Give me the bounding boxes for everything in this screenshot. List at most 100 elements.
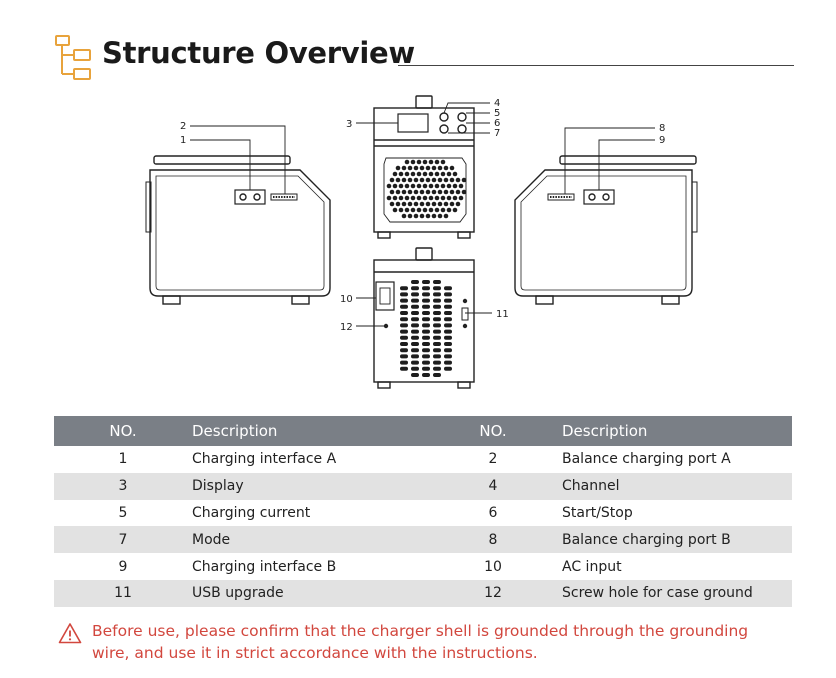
vent-dot	[425, 201, 431, 207]
vent-slot	[444, 292, 452, 297]
vent-dot	[398, 207, 404, 213]
header-no: NO.	[54, 416, 192, 446]
vent-slot	[422, 360, 430, 365]
vent-dot	[395, 177, 401, 183]
vent-slot	[433, 373, 441, 377]
vent-dot	[404, 207, 410, 213]
vent-slot	[411, 304, 419, 309]
row-number: 5	[118, 504, 128, 521]
vent-dot	[416, 171, 422, 177]
title-rule	[398, 65, 794, 66]
vent-slot	[433, 286, 441, 291]
front-vent-dots	[386, 159, 467, 219]
vent-dot	[434, 171, 440, 177]
row-description: Balance charging port B	[562, 526, 792, 554]
vent-slot	[422, 280, 430, 284]
header-description: Description	[192, 416, 424, 446]
vent-dot	[440, 195, 446, 201]
header-no: NO.	[424, 416, 562, 446]
vent-dot	[404, 159, 410, 165]
callout-5: 5	[494, 108, 500, 119]
vent-dot	[392, 207, 398, 213]
vent-dot	[401, 213, 407, 219]
row-description: Charging current	[192, 504, 311, 521]
vent-slot	[411, 317, 419, 322]
vent-dot	[458, 183, 464, 189]
vent-slot	[444, 335, 452, 340]
vent-slot	[400, 323, 408, 328]
callout-2: 2	[180, 121, 186, 132]
table-row: 11 USB upgrade 12 Screw hole for case gr…	[54, 579, 792, 607]
vent-dot	[419, 189, 425, 195]
row-number: 4	[424, 472, 562, 500]
vent-dot	[413, 165, 419, 171]
vent-dot	[419, 201, 425, 207]
vent-slot	[433, 360, 441, 365]
table-row: 7 Mode 8 Balance charging port B	[54, 526, 792, 554]
vent-dot	[401, 201, 407, 207]
vent-dot	[404, 183, 410, 189]
callout-11: 11	[496, 309, 509, 320]
vent-slot	[422, 286, 430, 291]
vent-slot	[400, 354, 408, 359]
vent-slot	[411, 286, 419, 291]
vent-dot	[446, 183, 452, 189]
row-number: 1	[118, 451, 128, 468]
vent-dot	[395, 189, 401, 195]
vent-slot	[433, 366, 441, 371]
vent-slot	[400, 342, 408, 346]
row-description: Screw hole for case ground	[562, 579, 792, 607]
vent-slot	[422, 342, 430, 346]
vent-slot	[422, 323, 430, 328]
vent-slot	[433, 317, 441, 322]
callout-1: 1	[180, 135, 186, 146]
row-number: 8	[424, 526, 562, 554]
vent-slot	[422, 335, 430, 340]
callout-3: 3	[346, 119, 352, 130]
vent-dot	[428, 207, 434, 213]
vent-dot	[398, 171, 404, 177]
vent-dot	[434, 183, 440, 189]
vent-dot	[452, 207, 458, 213]
vent-slot	[444, 342, 452, 346]
vent-dot	[392, 183, 398, 189]
vent-dot	[431, 177, 437, 183]
callout-12: 12	[340, 322, 353, 333]
row-description: AC input	[562, 558, 622, 575]
vent-slot	[411, 342, 419, 346]
vent-slot	[411, 348, 419, 353]
vent-dot	[449, 165, 455, 171]
vent-dot	[437, 177, 443, 183]
vent-slot	[411, 360, 419, 365]
vent-dot	[461, 177, 467, 183]
vent-dot	[452, 195, 458, 201]
vent-dot	[431, 201, 437, 207]
vent-dot	[392, 195, 398, 201]
vent-dot	[401, 189, 407, 195]
vent-slot	[444, 366, 452, 371]
vent-slot	[422, 304, 430, 309]
vent-dot	[437, 201, 443, 207]
vent-dot	[422, 159, 428, 165]
vent-slot	[400, 366, 408, 371]
vent-slot	[444, 360, 452, 365]
warning-triangle-icon	[58, 623, 82, 644]
vent-dot	[401, 177, 407, 183]
page-title: Structure Overview	[102, 36, 415, 70]
vent-dot	[428, 195, 434, 201]
vent-slot	[411, 292, 419, 297]
vent-dot	[407, 201, 413, 207]
vent-dot	[431, 213, 437, 219]
vent-dot	[407, 213, 413, 219]
vent-dot	[389, 189, 395, 195]
vent-dot	[419, 177, 425, 183]
row-number: 9	[118, 558, 128, 575]
vent-slot	[433, 329, 441, 334]
vent-dot	[389, 201, 395, 207]
vent-dot	[416, 183, 422, 189]
vent-dot	[461, 189, 467, 195]
vent-dot	[398, 183, 404, 189]
row-description: Display	[192, 472, 424, 500]
row-number: 2	[488, 451, 498, 468]
vent-dot	[440, 207, 446, 213]
